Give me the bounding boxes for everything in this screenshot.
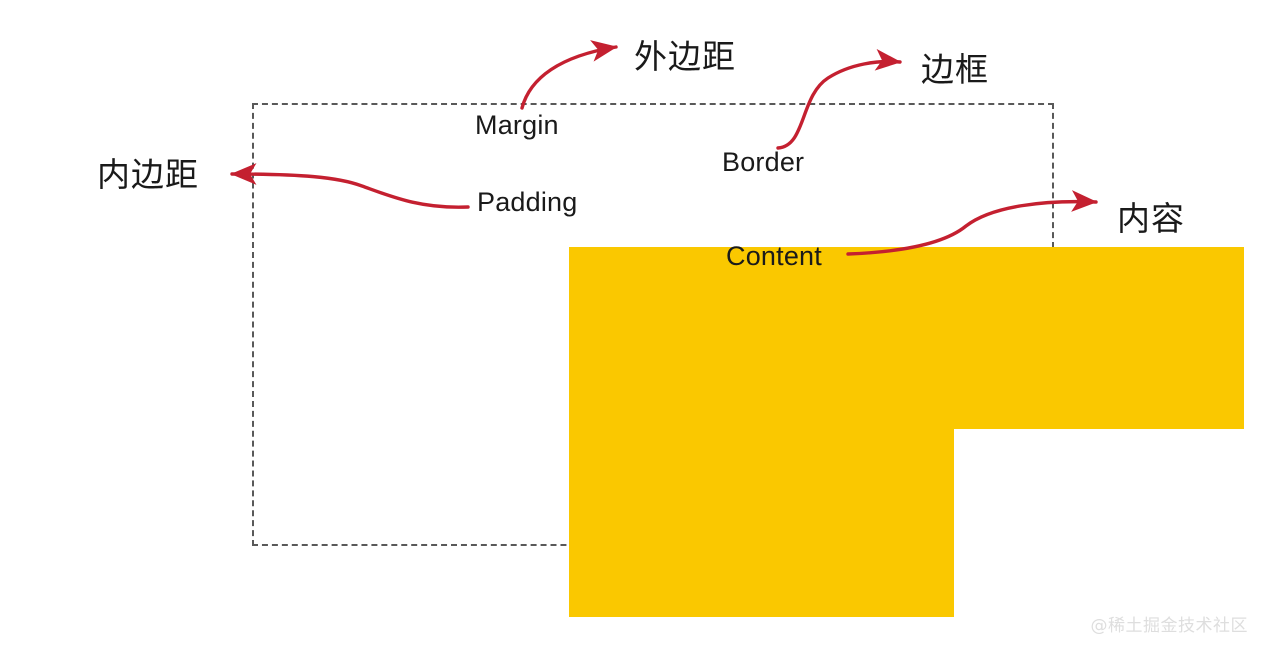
padding-box [954, 429, 1262, 650]
border-box [569, 247, 1262, 650]
content-label: Content [726, 241, 822, 271]
border-label: Border [722, 147, 805, 177]
border-label-chinese: 边框 [921, 50, 989, 89]
padding-label-chinese: 内边距 [97, 155, 199, 194]
margin-callout-arrow [520, 40, 618, 110]
margin-label: Margin [475, 110, 559, 140]
content-label-chinese: 内容 [1117, 199, 1185, 238]
margin-label-chinese: 外边距 [634, 37, 736, 76]
margin-box [252, 103, 1262, 650]
watermark: @稀土掘金技术社区 [1090, 616, 1248, 636]
padding-label: Padding [477, 187, 578, 217]
